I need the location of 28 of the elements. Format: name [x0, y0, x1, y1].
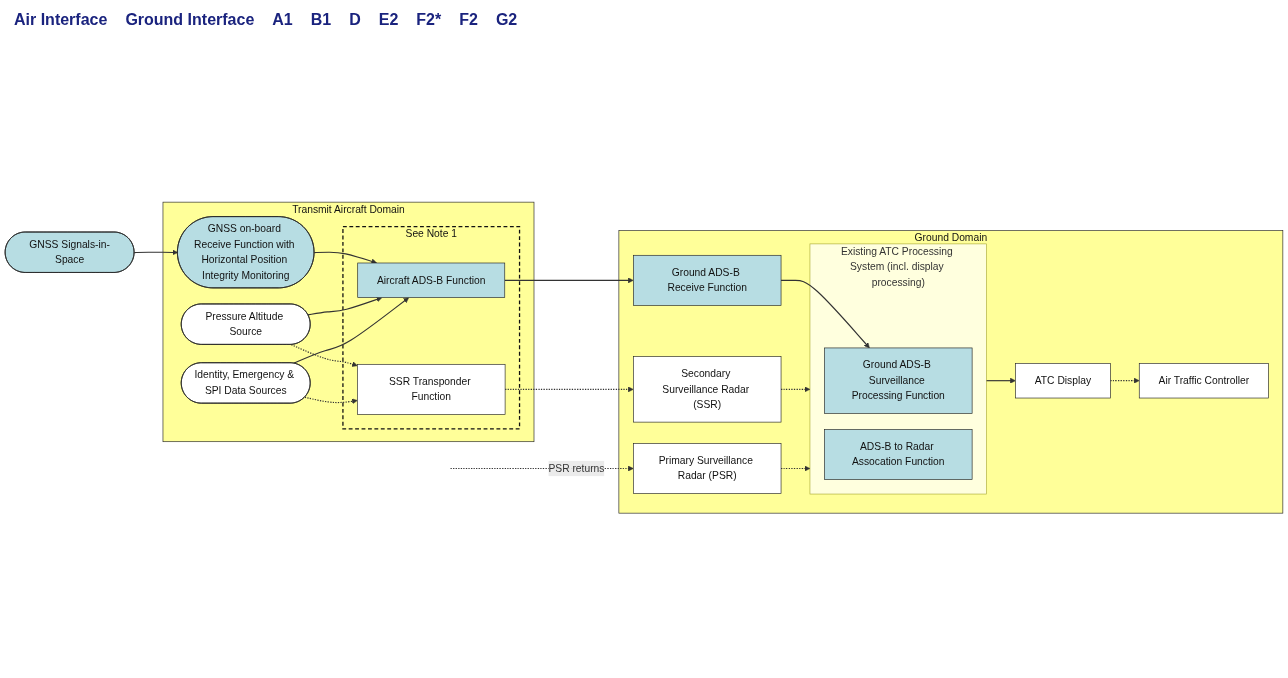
interface-label: E2 — [378, 11, 399, 29]
interface-label: G2 — [495, 11, 518, 29]
node-box: Air Traffic Controller — [1138, 363, 1269, 399]
interface-label: Air Interface — [14, 11, 108, 29]
node-box: ATC Display — [1015, 363, 1111, 399]
arrow — [986, 378, 1016, 384]
arrow — [307, 297, 383, 316]
node-box: ADS-B to Radar Assocation Function — [824, 429, 973, 481]
node-box: Primary Surveillance Radar (PSR) — [633, 443, 782, 495]
arrow — [504, 277, 634, 284]
interface-label: F2 — [459, 11, 478, 29]
interface-label: B1 — [310, 11, 332, 29]
interface-label: Ground Interface — [125, 11, 255, 29]
node-box: Ground ADS-B Receive Function — [633, 255, 782, 307]
arrow — [313, 252, 377, 265]
interface-label: D — [349, 11, 361, 29]
node-box: Secondary Surveillance Radar (SSR) — [633, 356, 782, 423]
arrow — [780, 280, 870, 349]
node-box: SSR Transponder Function — [357, 364, 506, 416]
interface-label: A1 — [272, 11, 293, 29]
arrow — [133, 249, 178, 256]
arrow — [1109, 378, 1140, 384]
node-box: Ground ADS-B Surveillance Processing Function — [824, 347, 973, 415]
node-box: Aircraft ADS-B Function — [357, 263, 506, 299]
edge-label: PSR returns — [548, 463, 605, 474]
interface-label: F2* — [416, 11, 442, 29]
arrow — [293, 297, 409, 365]
arrow — [304, 397, 358, 405]
